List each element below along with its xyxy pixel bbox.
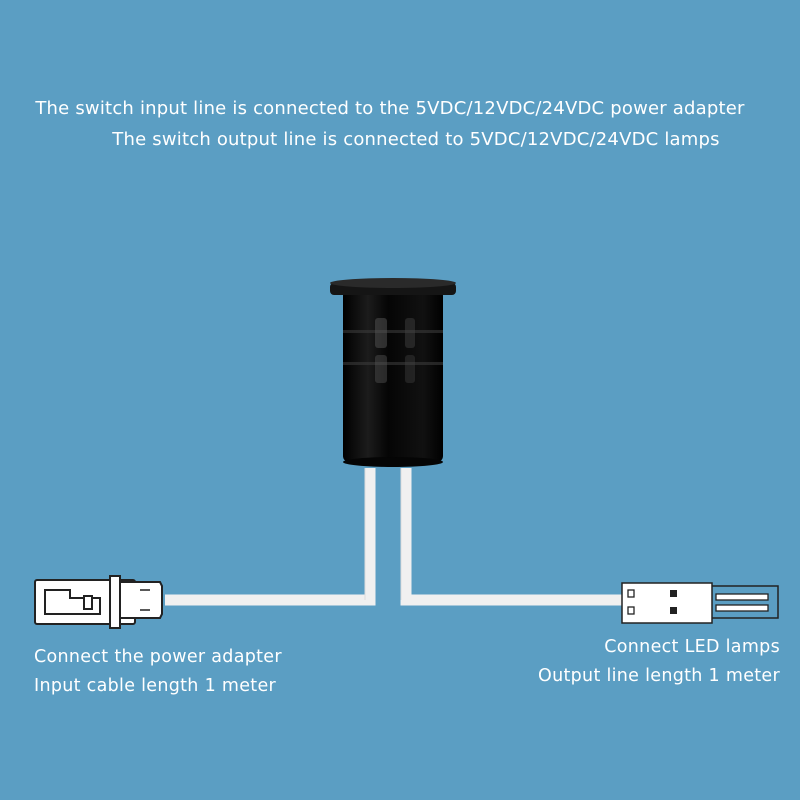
header-line-input: The switch input line is connected to th… [35,98,745,119]
input-connector [34,575,163,629]
output-wire [400,468,625,606]
touch-switch [330,278,456,467]
input-length: Input cable length 1 meter [34,676,276,696]
output-label: Connect LED lamps [604,637,780,657]
output-connector [621,582,779,624]
output-length: Output line length 1 meter [538,666,780,686]
header-line-output: The switch output line is connected to 5… [112,129,720,150]
input-wire [165,468,376,606]
input-label: Connect the power adapter [34,647,282,667]
